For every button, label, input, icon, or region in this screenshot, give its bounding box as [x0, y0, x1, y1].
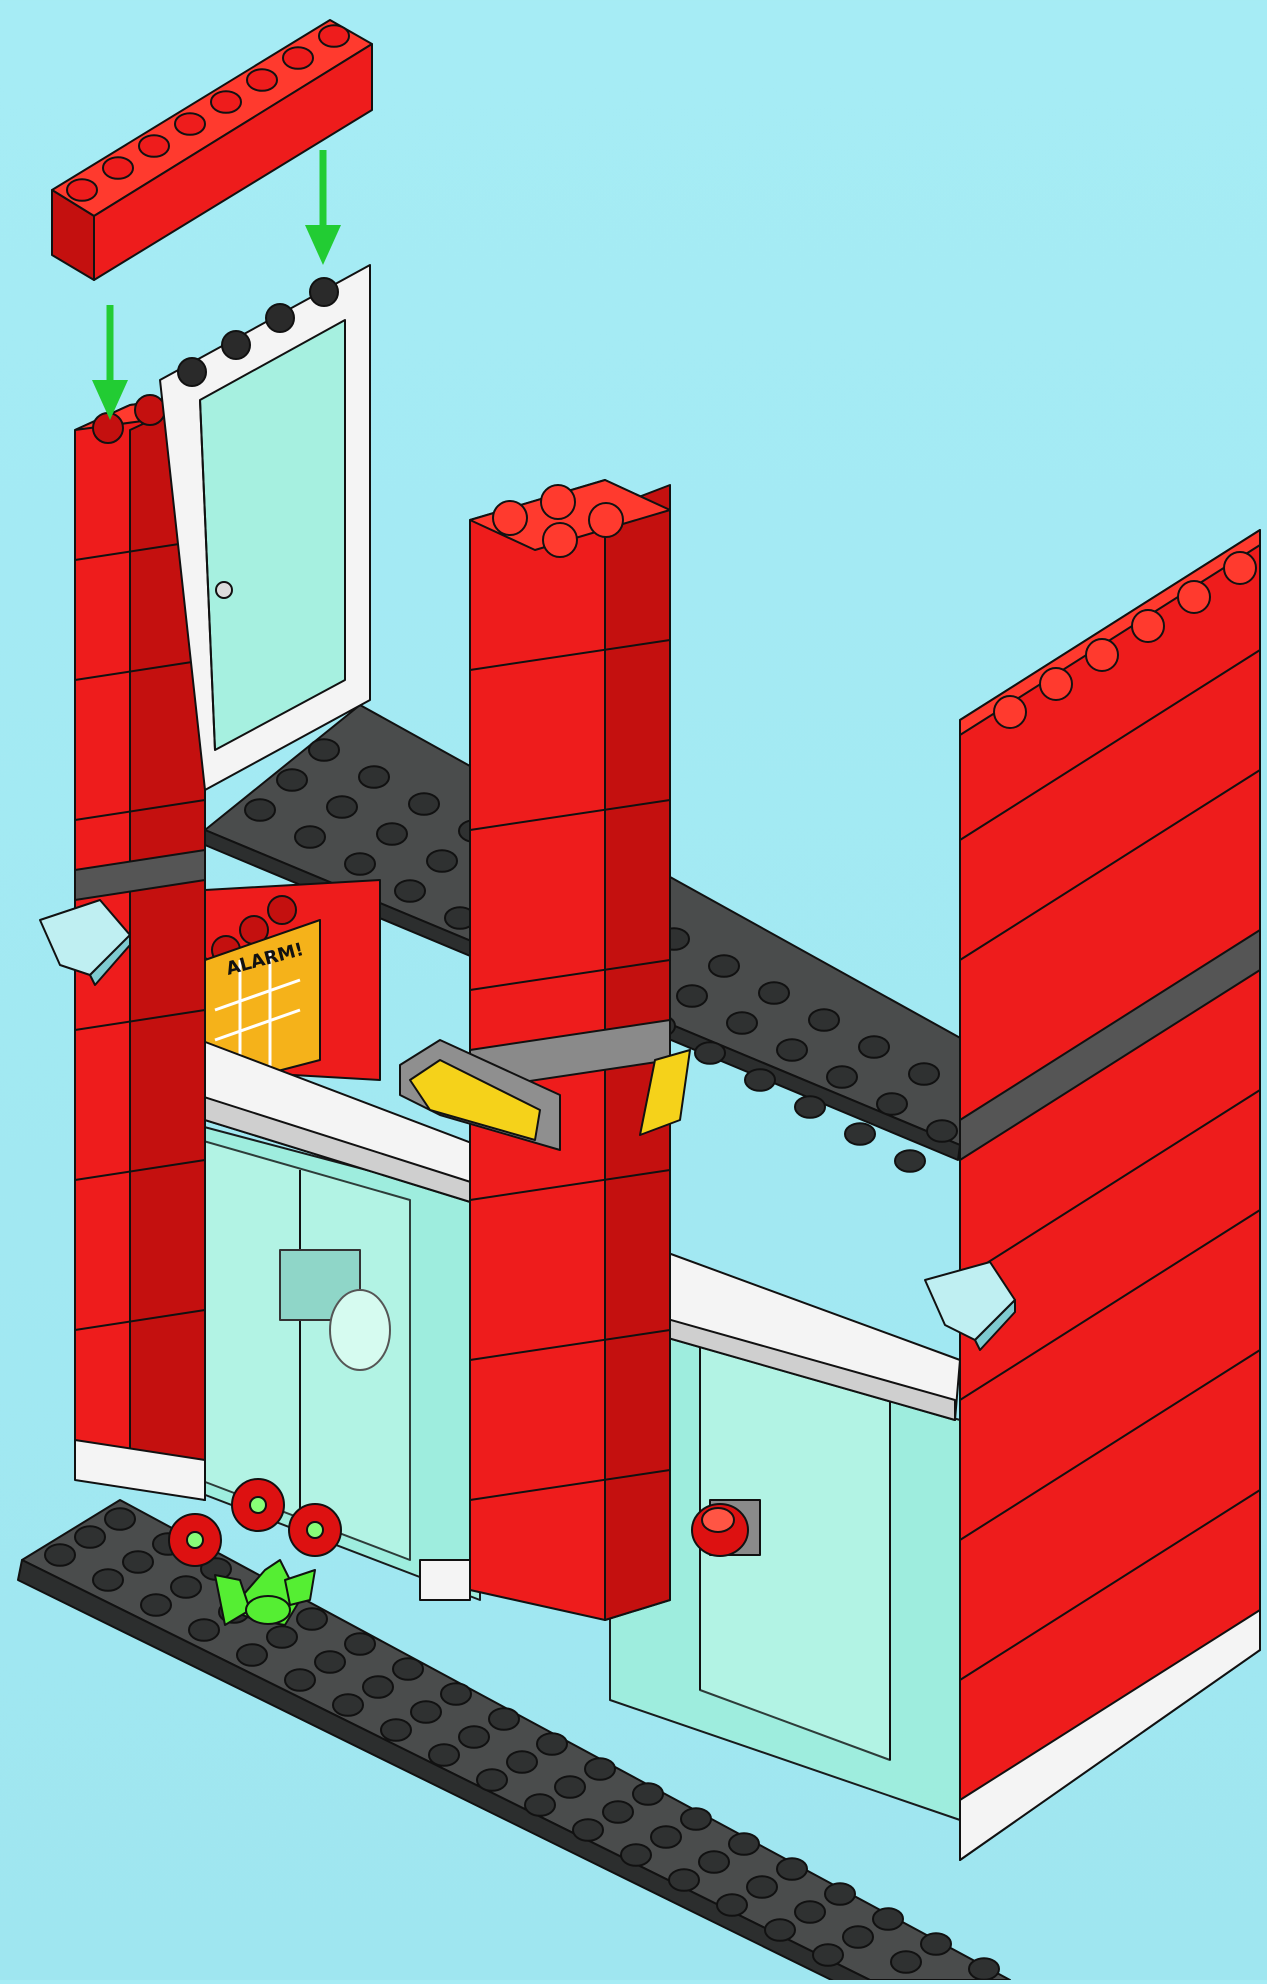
baseplate-stud — [141, 1594, 171, 1616]
baseplate-stud — [699, 1851, 729, 1873]
baseplate-stud — [429, 1744, 459, 1766]
baseplate-stud — [747, 1876, 777, 1898]
baseplate-stud — [603, 1801, 633, 1823]
floor-plate-stud — [345, 853, 375, 875]
baseplate-stud — [717, 1894, 747, 1916]
baseplate-stud — [75, 1526, 105, 1548]
baseplate-stud — [633, 1783, 663, 1805]
baseplate-stud — [333, 1694, 363, 1716]
floor-plate-stud — [695, 1042, 725, 1064]
baseplate-stud — [441, 1683, 471, 1705]
baseplate-stud — [93, 1569, 123, 1591]
baseplate-stud — [189, 1619, 219, 1641]
floor-plate-stud — [395, 880, 425, 902]
floating-brick-stud — [67, 179, 97, 201]
baseplate-stud — [267, 1626, 297, 1648]
right-pillar — [960, 530, 1260, 1860]
floor-plate-stud — [709, 955, 739, 977]
floor-plate-stud — [895, 1150, 925, 1172]
baseplate-stud — [315, 1651, 345, 1673]
baseplate-stud — [237, 1644, 267, 1666]
floor-plate-stud — [409, 793, 439, 815]
floor-plate-stud — [909, 1063, 939, 1085]
baseplate-stud — [507, 1751, 537, 1773]
baseplate-stud — [537, 1733, 567, 1755]
baseplate-stud — [477, 1769, 507, 1791]
baseplate-stud — [585, 1758, 615, 1780]
floor-plate-stud — [845, 1123, 875, 1145]
baseplate-stud — [381, 1719, 411, 1741]
down-arrow-icon — [92, 305, 128, 420]
baseplate-stud — [843, 1926, 873, 1948]
baseplate-stud — [297, 1608, 327, 1630]
baseplate-stud — [459, 1726, 489, 1748]
baseplate-stud — [891, 1951, 921, 1973]
baseplate-stud — [285, 1669, 315, 1691]
floor-plate-stud — [309, 739, 339, 761]
baseplate-stud — [729, 1833, 759, 1855]
floor-plate-stud — [745, 1069, 775, 1091]
floor-plate-stud — [327, 796, 357, 818]
baseplate-stud — [393, 1658, 423, 1680]
floor-plate-stud — [777, 1039, 807, 1061]
floor-plate-stud — [927, 1120, 957, 1142]
baseplate-stud — [669, 1869, 699, 1891]
floating-brick-stud — [247, 69, 277, 91]
floating-brick-stud — [283, 47, 313, 69]
baseplate-stud — [651, 1826, 681, 1848]
baseplate-stud — [171, 1576, 201, 1598]
floor-plate-stud — [759, 982, 789, 1004]
floor-plate-stud — [359, 766, 389, 788]
floor-plate-stud — [827, 1066, 857, 1088]
floor-plate-stud — [245, 799, 275, 821]
floor-plate-stud — [427, 850, 457, 872]
floor-plate-stud — [727, 1012, 757, 1034]
baseplate-stud — [795, 1901, 825, 1923]
floating-brick-stud — [103, 157, 133, 179]
floor-plate-stud — [677, 985, 707, 1007]
floating-brick-stud — [175, 113, 205, 135]
baseplate-stud — [573, 1819, 603, 1841]
floor-plate-stud — [859, 1036, 889, 1058]
baseplate-stud — [105, 1508, 135, 1530]
baseplate-stud — [411, 1701, 441, 1723]
floating-brick-stud — [211, 91, 241, 113]
baseplate-stud — [489, 1708, 519, 1730]
baseplate-stud — [825, 1883, 855, 1905]
baseplate-stud — [921, 1933, 951, 1955]
baseplate-stud — [681, 1808, 711, 1830]
baseplate-stud — [765, 1919, 795, 1941]
baseplate-stud — [621, 1844, 651, 1866]
floor-plate-stud — [295, 826, 325, 848]
baseplate-stud — [777, 1858, 807, 1880]
down-arrow-icon — [305, 150, 341, 265]
floor-plate-stud — [809, 1009, 839, 1031]
baseplate-stud — [813, 1944, 843, 1966]
floating-brick-stud — [139, 135, 169, 157]
baseplate-stud — [525, 1794, 555, 1816]
baseplate-stud — [345, 1633, 375, 1655]
floor-plate-stud — [795, 1096, 825, 1118]
floor-plate-stud — [277, 769, 307, 791]
floor-plate-stud — [877, 1093, 907, 1115]
baseplate-stud — [555, 1776, 585, 1798]
baseplate-stud — [123, 1551, 153, 1573]
floating-brick-stud — [319, 25, 349, 47]
baseplate-stud — [873, 1908, 903, 1930]
baseplate-stud — [363, 1676, 393, 1698]
floor-plate-stud — [377, 823, 407, 845]
baseplate-stud — [45, 1544, 75, 1566]
baseplate-stud — [969, 1958, 999, 1980]
